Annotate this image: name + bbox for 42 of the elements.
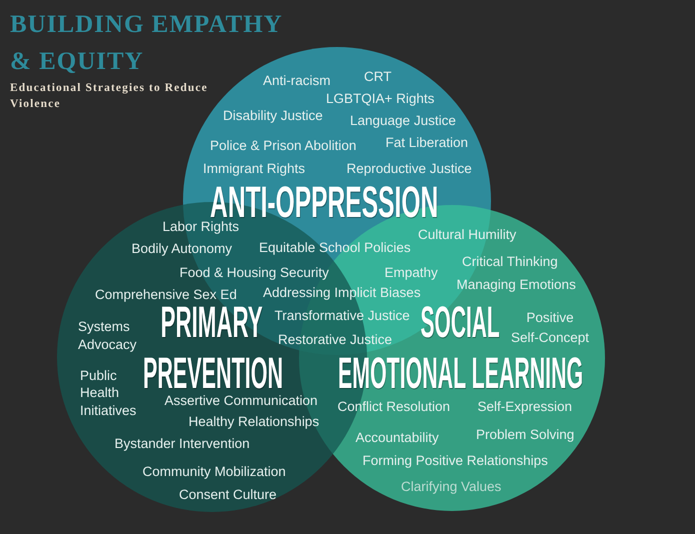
circle-heading: PREVENTION [143,354,284,392]
topic-text: Fat Liberation [386,134,468,152]
topic-text: Immigrant Rights [203,160,306,178]
circle-heading: SOCIAL [420,304,500,341]
topic-text: Food & Housing Security [180,264,329,282]
topic-text: Comprehensive Sex Ed [95,286,237,304]
topic-text: Labor Rights [162,218,240,236]
topic-text: Accountability [356,429,439,447]
topic-text: Transformative Justice [274,307,410,325]
topic-text: Problem Solving [476,426,574,444]
topic-text: Forming Positive Relationships [362,452,548,470]
topic-text: Equitable School Policies [259,239,411,257]
topic-text: Bystander Intervention [114,435,250,453]
topic-text: Public Health Initiatives [80,366,138,419]
topic-text: Managing Emotions [456,276,576,294]
topic-text: Empathy [384,264,438,282]
topic-text: Addressing Implicit Biases [263,284,421,302]
topic-text: Assertive Communication [164,392,318,410]
circle-heading: EMOTIONAL LEARNING [338,354,583,392]
topic-text: LGBTQIA+ Rights [326,90,434,108]
topic-text: Reproductive Justice [346,160,472,178]
topic-text: Restorative Justice [278,331,392,349]
topic-text: Disability Justice [223,107,323,125]
topic-text: Consent Culture [179,486,277,504]
topic-text: Critical Thinking [462,253,558,271]
topic-text: Clarifying Values [401,478,502,496]
topic-text: Cultural Humility [418,226,516,244]
topic-text: Systems Advocacy [78,318,138,354]
topic-text: CRT [364,68,392,86]
topic-text: Conflict Resolution [338,398,450,416]
topic-text: Anti-racism [263,72,331,90]
subtitle-text: Educational Strategies to Reduce Violence [10,81,209,112]
circle-heading: PRIMARY [160,304,262,341]
title-text: BUILDING EMPATHY & EQUITY [10,10,283,75]
topic-text: Positive Self-Concept [510,309,590,347]
topic-text: Bodily Autonomy [132,240,232,258]
topic-text: Self-Expression [478,398,572,416]
topic-text: Language Justice [350,112,456,130]
topic-text: Healthy Relationships [188,413,320,431]
topic-text: Community Mobilization [142,463,286,481]
topic-text: Police & Prison Abolition [210,137,356,155]
circle-heading: ANTI-OPPRESSION [210,184,438,221]
